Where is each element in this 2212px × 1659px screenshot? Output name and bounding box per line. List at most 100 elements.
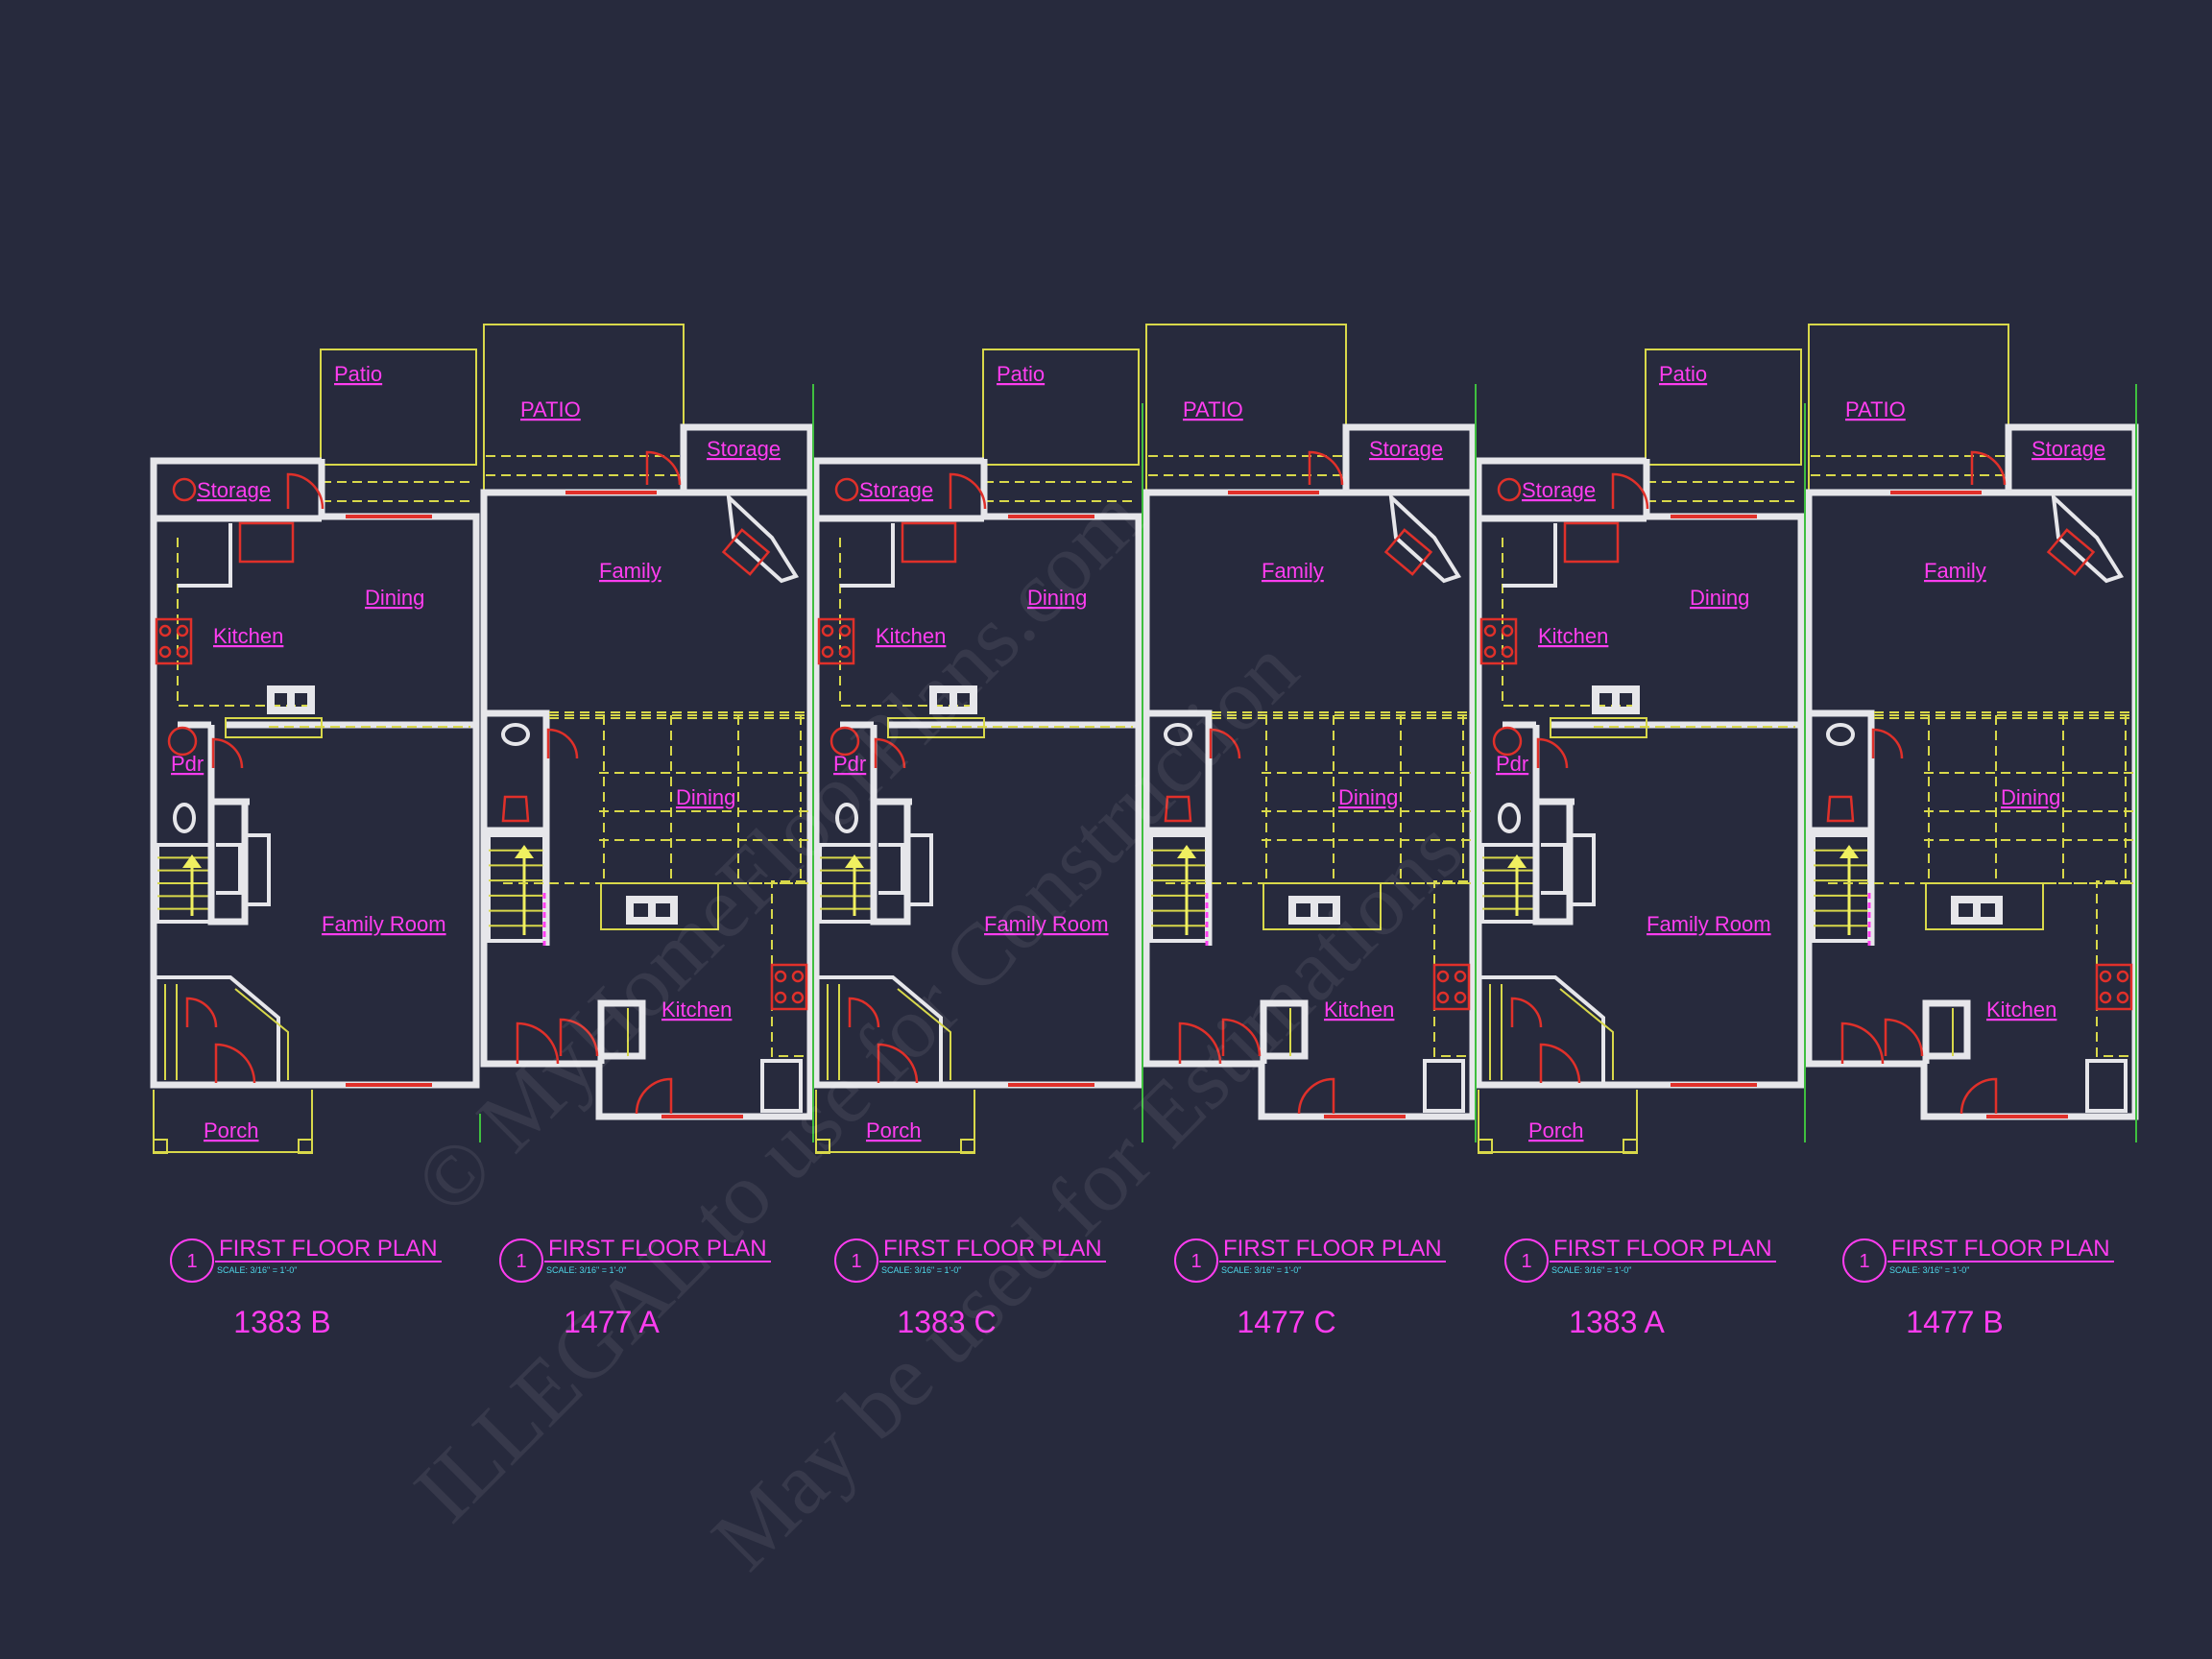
- kitchen-sink: [929, 685, 977, 714]
- entry-door: [1840, 1022, 1885, 1065]
- room-label-pdr: Pdr: [171, 752, 204, 776]
- patio-outline: [982, 349, 1140, 466]
- room-label-porch: Porch: [866, 1118, 921, 1142]
- room-label-storage: Storage: [1522, 478, 1596, 502]
- unit-name: 1383 C: [897, 1305, 996, 1339]
- plan-number: 1: [1521, 1251, 1531, 1272]
- pdr-door: [1536, 737, 1569, 769]
- closet-door: [1221, 1018, 1262, 1057]
- room-label-pdr: Pdr: [833, 752, 866, 776]
- porch-outline: [153, 1090, 313, 1153]
- unit-name: 1477 B: [1906, 1305, 2003, 1339]
- powder-sink: [1826, 723, 1855, 746]
- closet-door: [185, 997, 218, 1028]
- room-label-patio: PATIO: [1845, 397, 1906, 421]
- kitchen-sink: [626, 896, 678, 925]
- kitchen-range: [770, 963, 808, 1011]
- entry-door: [1178, 1022, 1222, 1065]
- room-label-dining: Dining: [1027, 586, 1087, 610]
- rear-door: [1297, 1077, 1335, 1115]
- plan-title: FIRST FLOOR PLAN: [219, 1236, 438, 1262]
- exterior-walls: [812, 457, 1142, 1089]
- room-label-dining: Dining: [1338, 785, 1398, 809]
- kitchen-island: [600, 882, 719, 930]
- plan-scale: SCALE: 3/16" = 1'-0": [1889, 1265, 1969, 1275]
- pdr-door: [874, 737, 906, 769]
- entry-door: [516, 1022, 560, 1065]
- powder-sink: [167, 726, 198, 757]
- stairs: [1480, 843, 1538, 924]
- unit-name: 1383 B: [233, 1305, 330, 1339]
- room-label-kitchen: Kitchen: [213, 624, 283, 648]
- plan-title: FIRST FLOOR PLAN: [883, 1236, 1102, 1262]
- powder-sink: [1492, 726, 1523, 757]
- stairs: [487, 833, 546, 943]
- room-label-storage: Storage: [197, 478, 271, 502]
- exterior-walls: [480, 489, 814, 1120]
- pdr-door: [1209, 728, 1241, 759]
- powder-sink: [1164, 723, 1192, 746]
- unit-name: 1477 C: [1237, 1305, 1335, 1339]
- kitchen-island: [1925, 882, 2044, 930]
- fireplace: [1388, 492, 1462, 584]
- powder-sink: [501, 723, 530, 746]
- rear-door: [635, 1077, 673, 1115]
- room-label-storage: Storage: [2032, 437, 2105, 461]
- rear-door: [1960, 1077, 1998, 1115]
- porch-outline: [1478, 1090, 1638, 1153]
- plan-title: FIRST FLOOR PLAN: [1891, 1236, 2110, 1262]
- room-label-storage: Storage: [859, 478, 933, 502]
- closet-door: [848, 997, 880, 1028]
- plan-number-bubble: [170, 1238, 214, 1283]
- room-label-storage: Storage: [707, 437, 781, 461]
- fireplace: [726, 492, 800, 584]
- room-label-patio: PATIO: [520, 397, 581, 421]
- plan-number: 1: [516, 1251, 526, 1272]
- room-label-family-room: Family Room: [322, 912, 446, 936]
- kitchen-range: [1479, 617, 1518, 665]
- storage-door: [949, 472, 987, 510]
- room-label-family: Family: [1924, 559, 1986, 583]
- closet-door: [559, 1018, 599, 1057]
- patio-outline: [1645, 349, 1802, 466]
- room-label-family: Family: [599, 559, 661, 583]
- storage-door: [286, 472, 325, 510]
- kitchen-range: [155, 617, 193, 665]
- unit-name: 1477 A: [564, 1305, 660, 1339]
- room-label-porch: Porch: [1528, 1118, 1583, 1142]
- toilet: [1498, 803, 1521, 833]
- closet-door: [1510, 997, 1543, 1028]
- room-label-patio: Patio: [997, 362, 1045, 386]
- room-label-family: Family: [1262, 559, 1324, 583]
- room-label-patio: Patio: [1659, 362, 1707, 386]
- stairs: [1149, 833, 1209, 943]
- patio-outline: [1808, 324, 2009, 493]
- storage-door: [1970, 450, 2007, 486]
- room-label-family-room: Family Room: [1647, 912, 1771, 936]
- toilet: [835, 803, 858, 833]
- toilet: [501, 795, 530, 823]
- plan-number-bubble: [834, 1238, 878, 1283]
- storage-door: [1611, 472, 1649, 510]
- plan-number-bubble: [1842, 1238, 1887, 1283]
- patio-outline: [483, 324, 685, 493]
- unit-name: 1383 A: [1569, 1305, 1665, 1339]
- entry-door: [877, 1043, 919, 1084]
- room-label-porch: Porch: [204, 1118, 258, 1142]
- watermark: © MyHomeFloorPlans.com ILLEGAL to use fo…: [396, 468, 1480, 1588]
- plan-scale: SCALE: 3/16" = 1'-0": [1221, 1265, 1301, 1275]
- plan-number: 1: [186, 1251, 197, 1272]
- exterior-walls: [1805, 489, 2139, 1120]
- kitchen-sink: [1951, 896, 2003, 925]
- room-label-patio: Patio: [334, 362, 382, 386]
- room-label-pdr: Pdr: [1496, 752, 1528, 776]
